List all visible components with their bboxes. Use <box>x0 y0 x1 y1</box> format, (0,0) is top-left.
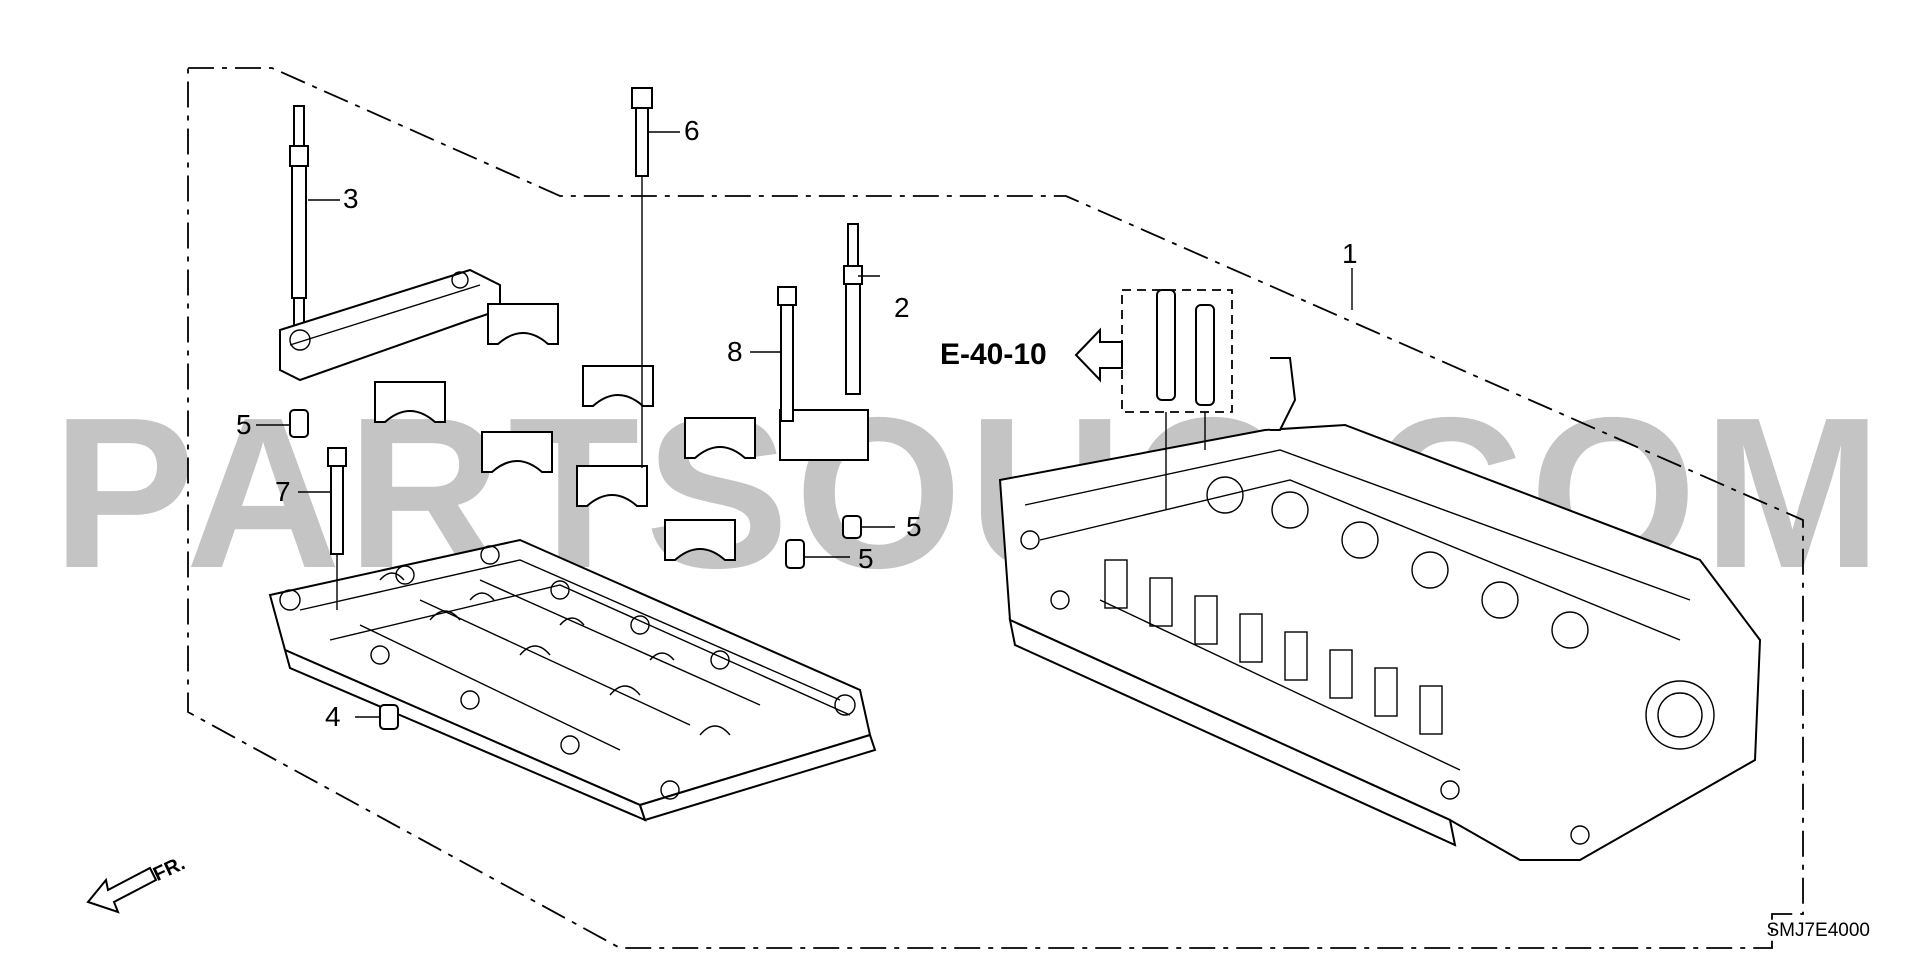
stud-bolt-short <box>843 223 863 395</box>
camshaft-caps <box>374 303 869 561</box>
callout-5b: 5 <box>906 511 922 542</box>
valve-guide-box <box>1121 289 1233 413</box>
cylinder-head <box>998 357 1762 861</box>
callout-1: 1 <box>1342 238 1358 269</box>
callout-6: 6 <box>684 115 700 146</box>
assembly-boundary <box>187 67 1804 949</box>
diagram-code: SMJ7E4000 <box>1766 920 1870 941</box>
bolt-8 <box>777 286 797 422</box>
callout-8: 8 <box>727 336 743 367</box>
front-arrow-icon <box>86 866 158 914</box>
camshaft-holder <box>268 538 877 822</box>
reference-arrow-icon <box>1074 327 1123 383</box>
bolt-6 <box>631 87 653 468</box>
reference-link[interactable]: E-40-10 <box>940 338 1047 371</box>
callout-5a: 5 <box>236 409 252 440</box>
bolt-7 <box>327 447 347 610</box>
holder-rail <box>279 268 501 382</box>
leader-lines <box>256 131 1353 718</box>
stud-bolt-long <box>289 105 309 339</box>
dowel-pins <box>289 409 862 730</box>
callout-4: 4 <box>325 701 341 732</box>
callout-5c: 5 <box>858 543 874 574</box>
callout-2: 2 <box>894 292 910 323</box>
callout-7: 7 <box>275 476 291 507</box>
callout-3: 3 <box>343 183 359 214</box>
valve-guides <box>1156 289 1215 510</box>
